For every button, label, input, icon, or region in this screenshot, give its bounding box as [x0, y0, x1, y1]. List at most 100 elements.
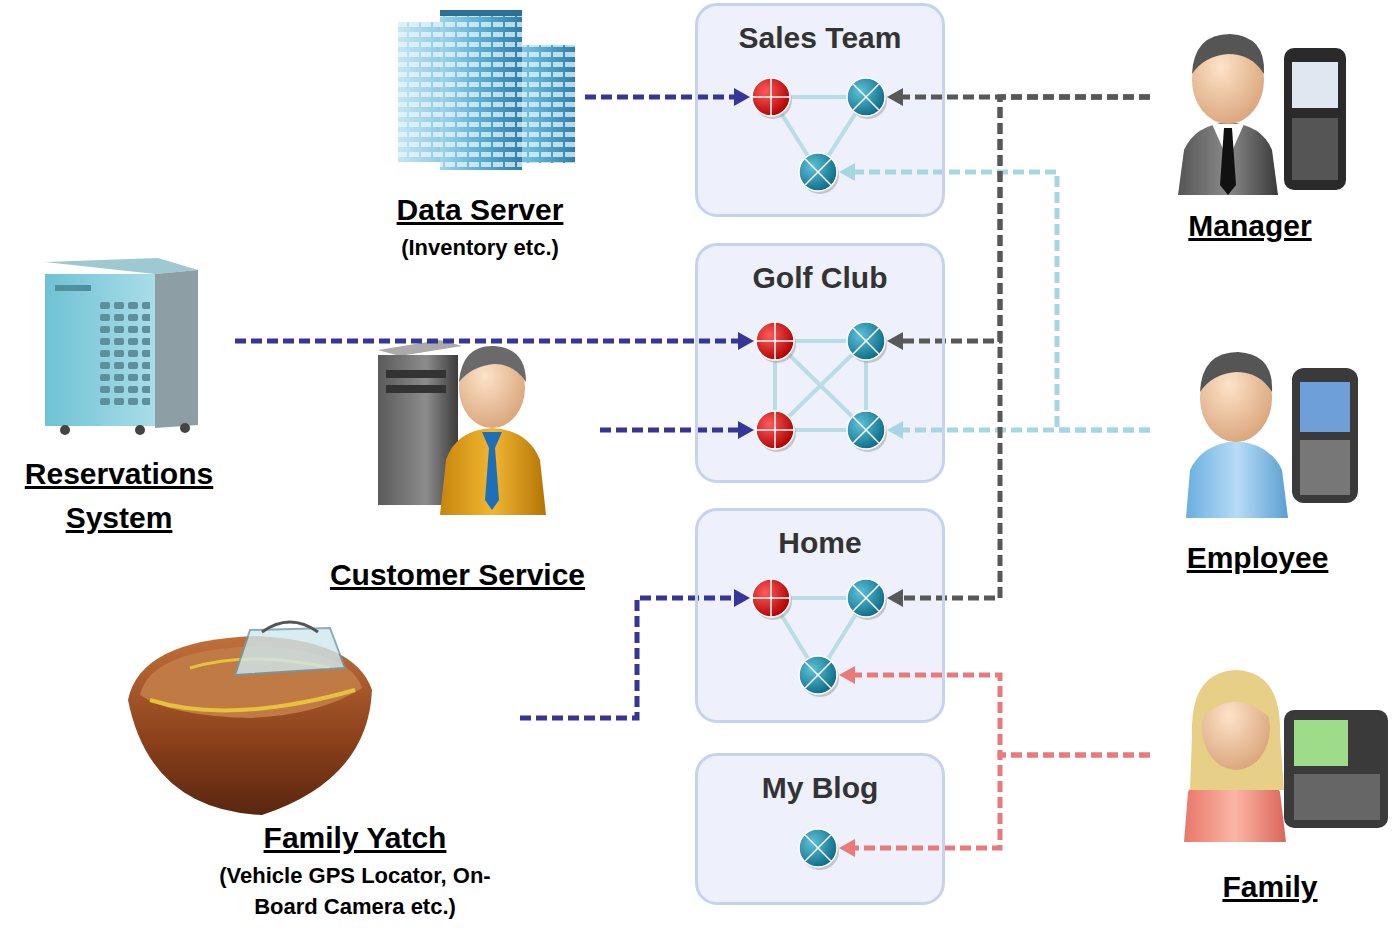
group-heading: Home	[698, 511, 942, 561]
dashed-line	[899, 97, 1150, 341]
user-symbol	[799, 829, 839, 870]
customer-service-icon-part	[482, 432, 502, 510]
group-fill	[696, 244, 944, 482]
employee-icon-part	[1300, 382, 1350, 432]
customer-service-icon	[378, 340, 546, 515]
symbol-cross	[853, 585, 879, 611]
family-icon-part	[1294, 720, 1348, 766]
arrowhead	[839, 163, 855, 181]
group-heading: My Blog	[698, 756, 942, 806]
data-server-icon-part	[440, 10, 522, 170]
group-heading: Golf Club	[698, 246, 942, 296]
family-icon-part	[1294, 774, 1380, 820]
arrowhead	[887, 88, 903, 106]
symbol-circle	[847, 322, 885, 360]
source-symbol	[756, 411, 796, 452]
family-icon-part	[1284, 710, 1388, 828]
arrowhead	[887, 421, 903, 439]
symbol-cross	[853, 84, 879, 110]
user-symbol	[799, 153, 839, 194]
family-icon	[1184, 670, 1388, 842]
symbol-cross	[805, 835, 831, 861]
family-yacht-icon-part	[150, 690, 355, 710]
symbol-cross	[774, 411, 776, 449]
symbol-circle	[799, 829, 837, 867]
dashed-line	[585, 95, 738, 100]
entity-node: Manager	[1150, 12, 1350, 248]
reservations-system-icon	[45, 258, 198, 435]
entity-label: Family Yatch	[190, 816, 520, 860]
entity-note: (Inventory etc.)	[375, 232, 585, 264]
group-fill	[696, 754, 944, 904]
source-symbol	[756, 322, 796, 363]
dashed-line	[899, 428, 1150, 433]
reservations-system-icon-part	[45, 258, 198, 274]
group-box: My Blog	[695, 753, 945, 905]
family-icon-part	[1202, 684, 1270, 718]
group-box: Sales Team	[695, 3, 945, 217]
symbol-circle	[799, 153, 837, 191]
entity-label: Data Server	[375, 188, 585, 232]
symbol-cross	[853, 84, 879, 110]
dashed-line	[520, 598, 738, 718]
symbol-circle	[847, 579, 885, 617]
symbol-cross	[805, 159, 831, 185]
symbol-cross	[770, 579, 772, 617]
symbol-circle	[799, 656, 837, 694]
reservations-system-icon-part	[45, 274, 155, 426]
entity-label: Manager	[1150, 204, 1350, 248]
entity-label: Employee	[1150, 536, 1365, 580]
symbol-cross	[853, 328, 879, 354]
entity-node: Customer Service	[315, 335, 600, 597]
symbol-circle	[847, 78, 885, 116]
connector	[600, 421, 754, 439]
reservations-system-icon-part	[155, 270, 198, 428]
manager-icon-part	[1284, 48, 1346, 190]
entity-node: Data Server(Inventory etc.)	[375, 8, 585, 263]
manager-icon-part	[1292, 118, 1338, 180]
symbol-circle	[752, 78, 790, 116]
connector	[839, 755, 1150, 857]
connector	[235, 332, 754, 350]
symbol-circle	[752, 579, 790, 617]
group-box: Home	[695, 508, 945, 723]
customer-service-icon-part	[440, 428, 546, 515]
employee-icon	[1186, 352, 1358, 518]
entity-node: Family	[1150, 665, 1390, 909]
group-fill	[696, 4, 944, 216]
employee-icon-part	[1300, 440, 1350, 495]
connector	[887, 97, 1150, 350]
arrowhead	[734, 589, 750, 607]
symbol-circle	[756, 411, 794, 449]
entity-node: Employee	[1150, 338, 1365, 580]
connector	[839, 666, 1150, 755]
arrowhead	[839, 666, 855, 684]
connector	[887, 421, 1150, 439]
manager-icon-part	[1220, 128, 1236, 195]
user-symbol	[847, 411, 887, 452]
reservations-system-icon-part	[100, 300, 150, 408]
dashed-line	[851, 755, 1150, 848]
family-icon-part	[1190, 670, 1284, 790]
family-yacht-icon-part	[235, 628, 345, 675]
dashed-line	[899, 97, 1150, 598]
entity-note: (Vehicle GPS Locator, On-Board Camera et…	[190, 860, 520, 924]
source-symbol	[752, 579, 792, 620]
symbol-circle	[756, 322, 794, 360]
symbol-cross	[770, 78, 772, 116]
arrowhead	[738, 332, 754, 350]
data-server-icon-part	[440, 10, 522, 170]
entity-node: Reservations System	[3, 252, 235, 539]
connector	[839, 163, 1150, 430]
entity-label: Customer Service	[315, 553, 600, 597]
manager-icon-part	[1292, 62, 1338, 108]
symbol-cross	[853, 417, 879, 443]
symbol-cross	[805, 159, 831, 185]
user-symbol	[847, 322, 887, 363]
reservations-system-icon-part	[60, 425, 70, 435]
family-yacht-icon-part	[262, 622, 318, 632]
connector	[520, 589, 750, 718]
reservations-system-icon-part	[135, 425, 145, 435]
user-symbol	[847, 78, 887, 119]
manager-icon	[1178, 34, 1346, 195]
